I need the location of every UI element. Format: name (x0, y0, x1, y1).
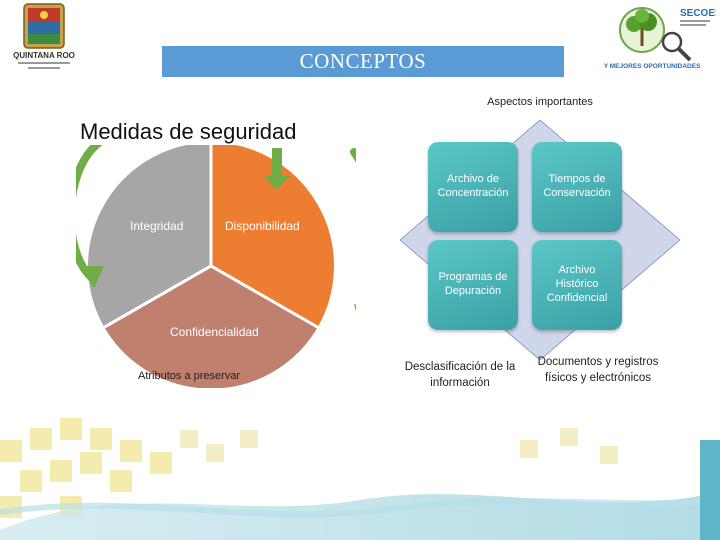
logo-right-text: SECOES (680, 8, 716, 19)
cycle-arrow-right (350, 148, 356, 163)
attributes-caption: Atributos a preservar (138, 370, 241, 382)
down-arrow-head (264, 176, 290, 190)
pie-segment-confidencialidad (100, 264, 322, 388)
caption-desclasificacion: Desclasificación de la información (404, 361, 516, 389)
matrix-cell-archivo-concentracion: Archivo de Concentración (428, 142, 518, 232)
matrix-cell-archivo-historico: Archivo Histórico Confidencial (532, 240, 622, 330)
cycle-arrow-left (76, 138, 104, 280)
subtitle: Aspectos importantes (487, 96, 593, 108)
cycle-arrow-right-head (354, 304, 356, 312)
security-measures-pie (76, 138, 356, 388)
logo-left-text: QUINTANA ROO (13, 51, 75, 60)
page-title: CONCEPTOS (162, 46, 564, 77)
label-integridad: Integridad (130, 219, 184, 233)
secoes-logo: SECOES MÁS Y MEJORES OPORTUNIDADES (604, 7, 716, 70)
down-arrow-shaft (272, 148, 282, 178)
matrix-cell-tiempos-conservacion: Tiempos de Conservación (532, 142, 622, 232)
measures-heading: Medidas de seguridad (76, 119, 301, 145)
label-disponibilidad: Disponibilidad (225, 219, 300, 233)
caption-documentos: Documentos y registros físicos y electró… (537, 356, 659, 384)
cycle-arrow-left-head (78, 266, 104, 288)
pie-segment-disponibilidad (209, 139, 337, 331)
pie-segment-integridad (85, 139, 213, 331)
label-confidencialidad: Confidencialidad (170, 325, 259, 339)
decorative-footer (0, 418, 720, 540)
quintana-roo-logo: QUINTANA ROO (10, 3, 78, 69)
matrix-cell-programas-depuracion: Programas de Depuración (428, 240, 518, 330)
logo-right-slogan: MÁS Y MEJORES OPORTUNIDADES (604, 61, 701, 70)
